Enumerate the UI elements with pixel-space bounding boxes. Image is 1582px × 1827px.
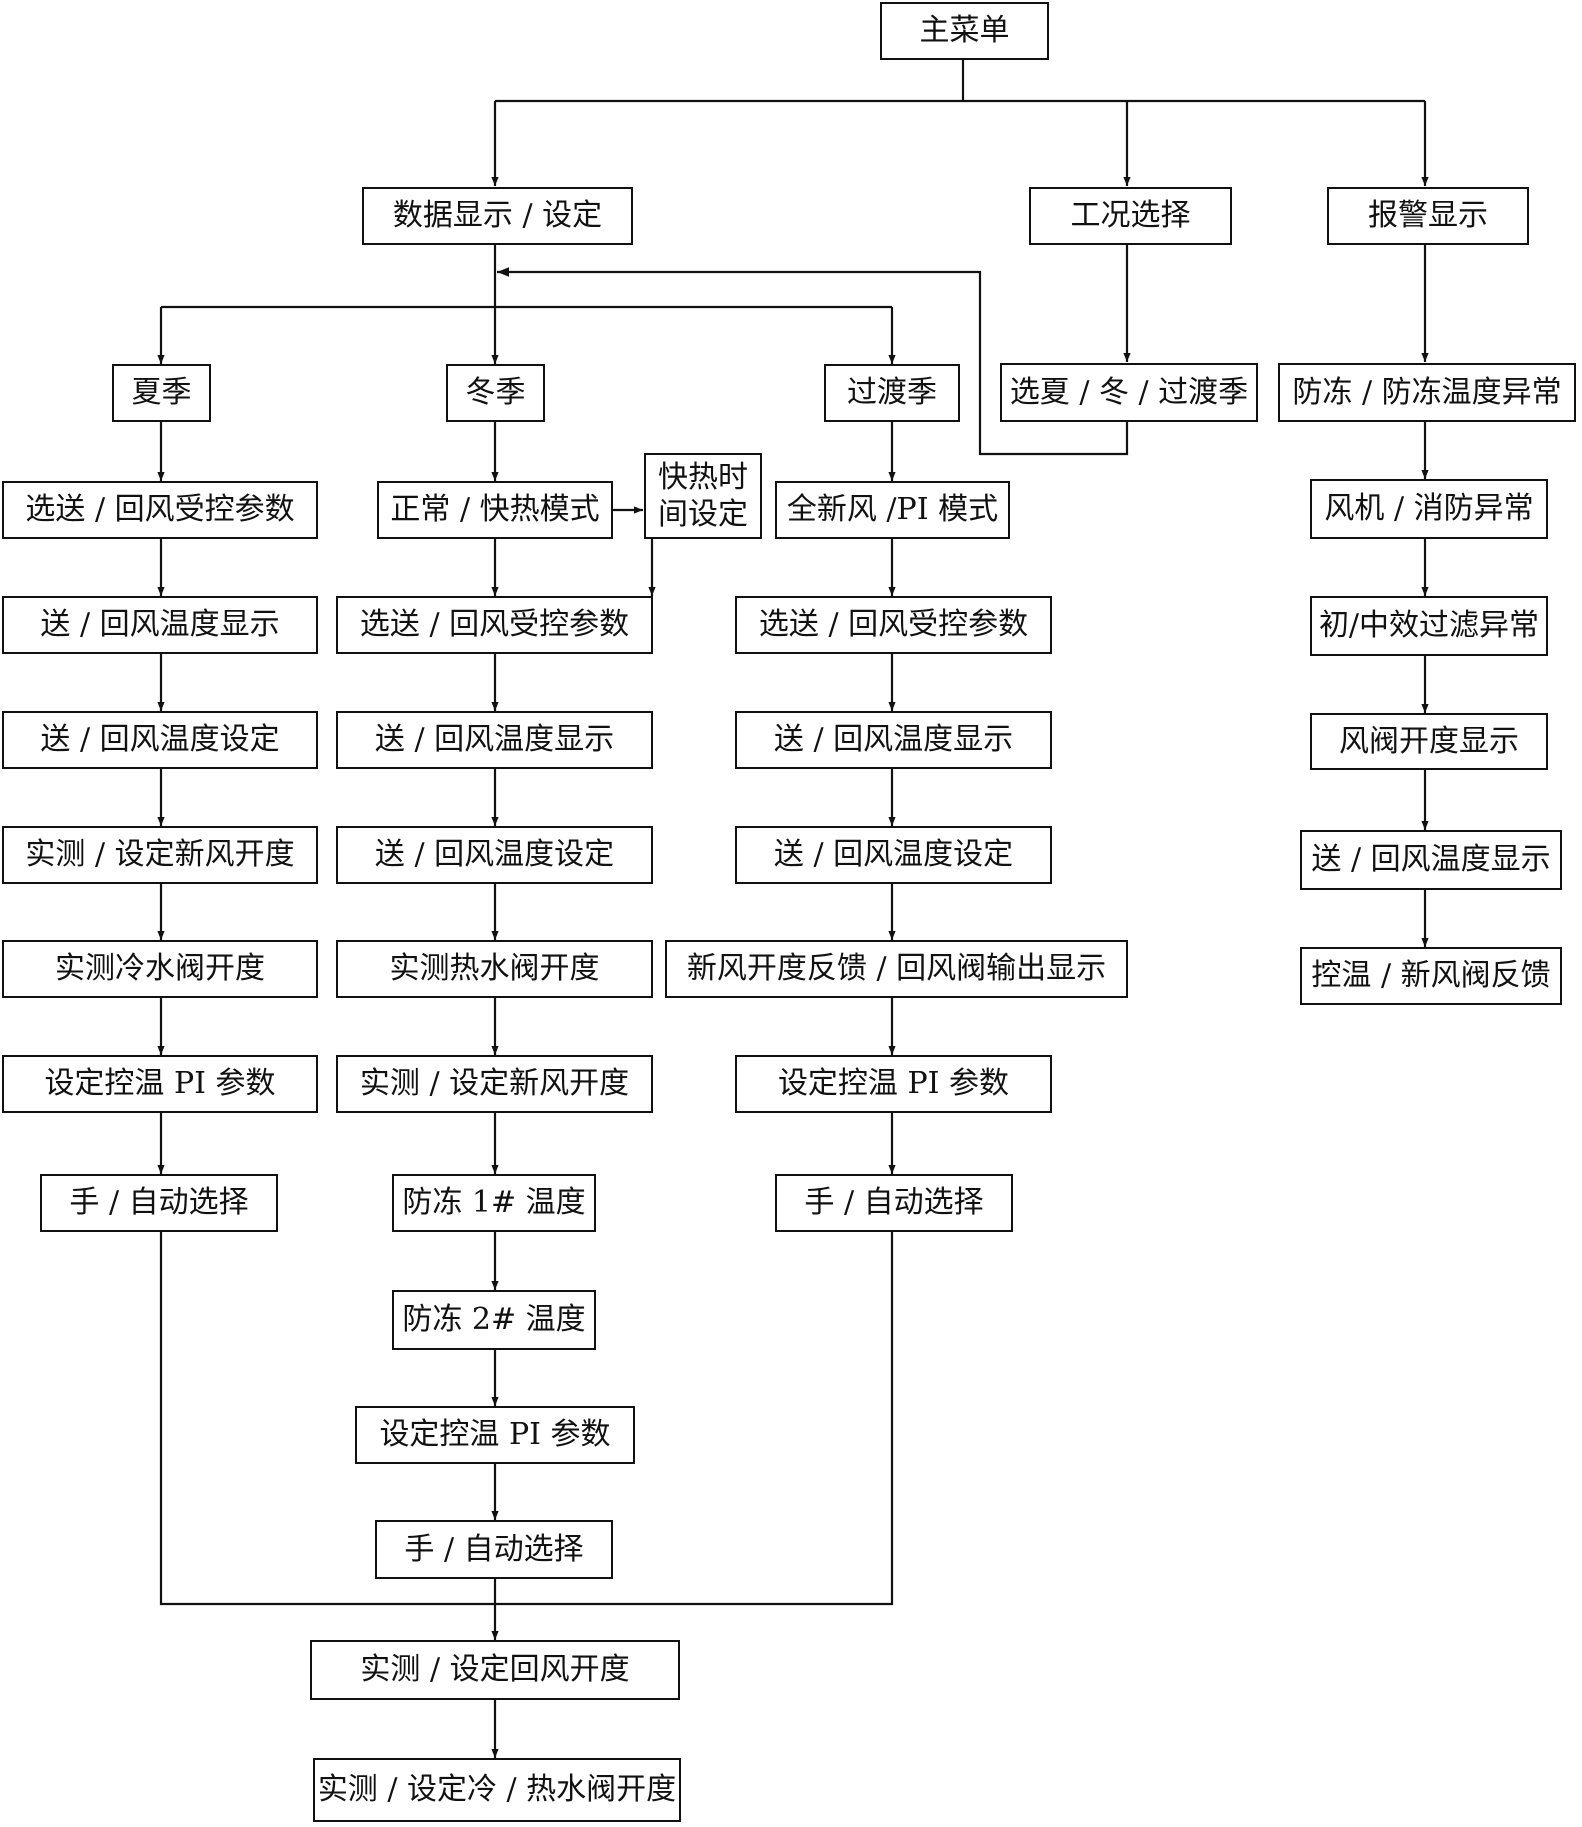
node-trans-4: 新风开度反馈 / 回风阀输出显示 <box>665 940 1128 998</box>
node-alarm-5: 送 / 回风温度显示 <box>1300 830 1562 890</box>
node-winter-4: 实测热水阀开度 <box>336 940 653 998</box>
node-alarm-1: 防冻 / 防冻温度异常 <box>1278 363 1576 422</box>
node-summer-1: 选送 / 回风受控参数 <box>2 481 318 539</box>
node-alarm-display: 报警显示 <box>1327 187 1529 245</box>
node-summer-7: 手 / 自动选择 <box>40 1174 278 1232</box>
node-winter-9: 手 / 自动选择 <box>375 1520 613 1579</box>
node-alarm-2: 风机 / 消防异常 <box>1310 479 1548 539</box>
node-alarm-6: 控温 / 新风阀反馈 <box>1300 947 1562 1005</box>
node-winter: 冬季 <box>446 364 545 422</box>
node-winter-8: 设定控温 PI 参数 <box>355 1406 635 1464</box>
node-transition: 过渡季 <box>824 364 960 422</box>
node-winter-5: 实测 / 设定新风开度 <box>336 1055 653 1113</box>
node-summer-6: 设定控温 PI 参数 <box>2 1055 318 1113</box>
node-winter-7: 防冻 2# 温度 <box>392 1290 596 1350</box>
node-season-choice: 选夏 / 冬 / 过渡季 <box>1000 363 1258 422</box>
node-alarm-4: 风阀开度显示 <box>1310 713 1548 770</box>
node-mode-select: 工况选择 <box>1029 187 1232 245</box>
feedback-line-season-choice <box>497 267 1129 456</box>
node-winter-mode: 正常 / 快热模式 <box>377 481 613 539</box>
node-common-2: 实测 / 设定冷 / 热水阀开度 <box>313 1758 681 1822</box>
node-summer-3: 送 / 回风温度设定 <box>2 711 318 769</box>
node-trans-2: 送 / 回风温度显示 <box>735 711 1052 769</box>
node-winter-1: 选送 / 回风受控参数 <box>336 596 653 654</box>
node-summer-4: 实测 / 设定新风开度 <box>2 826 318 884</box>
node-winter-3: 送 / 回风温度设定 <box>336 826 653 884</box>
node-trans-6: 手 / 自动选择 <box>775 1174 1013 1232</box>
node-main-menu: 主菜单 <box>880 2 1049 60</box>
node-data-display: 数据显示 / 设定 <box>362 187 633 245</box>
node-trans-mode: 全新风 /PI 模式 <box>775 481 1010 539</box>
node-trans-1: 选送 / 回风受控参数 <box>735 596 1052 654</box>
line-transition-merge <box>495 1232 894 1606</box>
node-trans-3: 送 / 回风温度设定 <box>735 826 1052 884</box>
node-summer-5: 实测冷水阀开度 <box>2 940 318 998</box>
node-summer-2: 送 / 回风温度显示 <box>2 596 318 654</box>
node-quick-heat-time: 快热时 间设定 <box>644 453 762 539</box>
node-common-1: 实测 / 设定回风开度 <box>310 1640 680 1700</box>
line-summer-merge <box>159 1232 495 1606</box>
node-trans-5: 设定控温 PI 参数 <box>735 1055 1052 1113</box>
node-winter-6: 防冻 1# 温度 <box>392 1174 596 1232</box>
node-summer: 夏季 <box>112 364 211 422</box>
node-alarm-3: 初/中效过滤异常 <box>1310 596 1548 656</box>
node-winter-2: 送 / 回风温度显示 <box>336 711 653 769</box>
